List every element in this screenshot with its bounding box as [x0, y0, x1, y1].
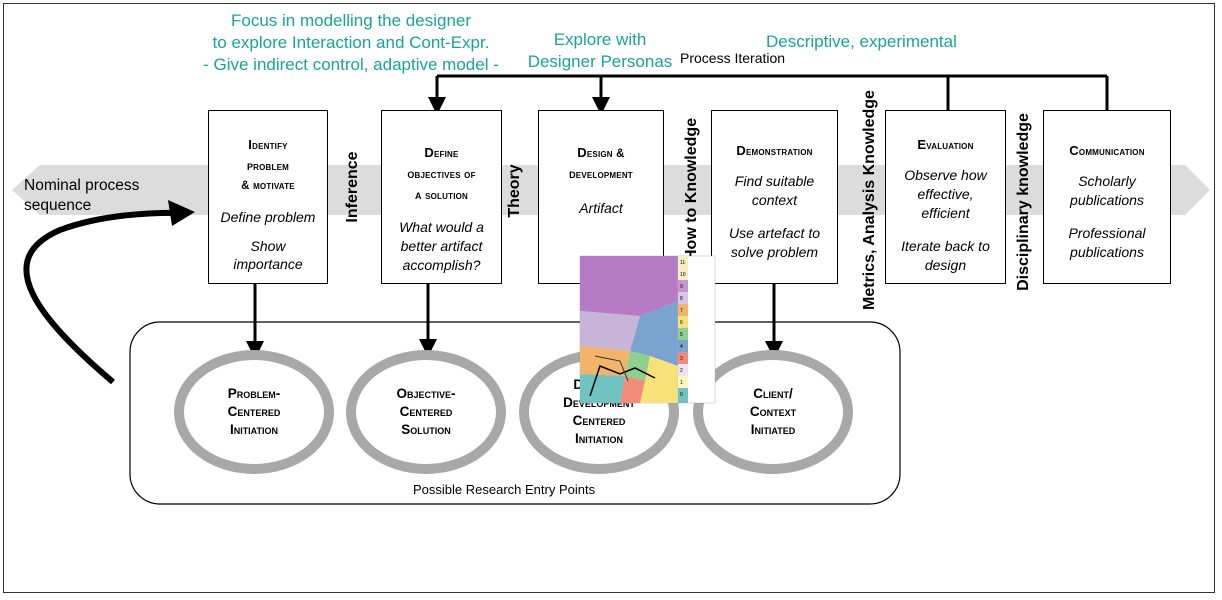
- thumbnail-scale-number: 8: [680, 296, 683, 302]
- step-title: Identify: [248, 137, 288, 152]
- entry-points-label: Possible Research Entry Points: [413, 482, 596, 497]
- curved-entry-arrow: [23, 209, 186, 385]
- thumbnail-legend-scale: [678, 256, 688, 403]
- step-title: & motivate: [241, 180, 295, 192]
- annotation-personas: Explore with Designer Personas: [527, 30, 673, 71]
- entry-label: Problem- Centered Initiation: [227, 386, 281, 437]
- annotation-modelling: Focus in modelling the designer to explo…: [203, 11, 499, 74]
- step-title: objectives of: [407, 166, 476, 181]
- thumbnail-scale-number: 7: [680, 308, 683, 314]
- step-title: Design &: [577, 145, 625, 160]
- step-title: Define: [424, 145, 459, 160]
- step-desc: Define problem: [220, 209, 316, 225]
- thumbnail-scale-number: 5: [680, 332, 683, 338]
- thumbnail-scale-number: 10: [680, 272, 686, 278]
- thumbnail-scale-number: 9: [680, 284, 683, 290]
- thumbnail-scale-number: 6: [680, 320, 683, 326]
- thumbnail-scale-number: 2: [680, 368, 683, 374]
- step-title: Communication: [1069, 143, 1145, 158]
- curved-entry-arrowhead: [168, 200, 195, 226]
- thumbnail-scale-number: 4: [680, 344, 683, 350]
- entry-problem-centered: Problem- Centered Initiation: [174, 350, 334, 474]
- step-desc: Artifact: [579, 200, 623, 216]
- entry-objective-centered: Objective- Centered Solution: [346, 350, 506, 474]
- step-design-development: Design & development Artifact: [538, 110, 664, 284]
- thumbnail-scale-number: 0: [680, 392, 683, 398]
- step-title: development: [569, 166, 633, 181]
- step-title: Evaluation: [917, 137, 974, 152]
- step-title: Demonstration: [736, 143, 813, 158]
- entry-label: Objective- Centered Solution: [396, 386, 456, 437]
- diagram-frame: [3, 3, 1215, 593]
- nominal-sequence-label: Nominal process sequence: [24, 177, 140, 214]
- connector-metrics-analysis: Metrics, Analysis Knowledge: [861, 90, 878, 310]
- connector-inference: Inference: [344, 151, 361, 223]
- annotation-descriptive: Descriptive, experimental: [766, 32, 957, 51]
- step-title: problem: [246, 158, 290, 173]
- thumbnail-scale-number: 11: [680, 260, 685, 266]
- connector-theory: Theory: [506, 164, 523, 218]
- step-define-objectives: Define objectives of a solution What wou…: [381, 110, 502, 284]
- thumbnail-scale-number: 3: [680, 356, 683, 362]
- process-iteration-label: Process Iteration: [680, 50, 786, 66]
- iteration-line: [437, 74, 1109, 110]
- connector-disciplinary: Disciplinary knowledge: [1015, 113, 1032, 291]
- entry-client-context: Client/ Context Initiated: [693, 350, 853, 474]
- step-title: a solution: [414, 187, 469, 202]
- connector-how-to-knowledge: How to Knowledge: [683, 117, 700, 261]
- thumbnail-scale-number: 1: [680, 380, 683, 386]
- step-identify-problem: Identify problem & motivate Define probl…: [208, 110, 328, 284]
- entry-label: Client/ Context Initiated: [749, 386, 797, 437]
